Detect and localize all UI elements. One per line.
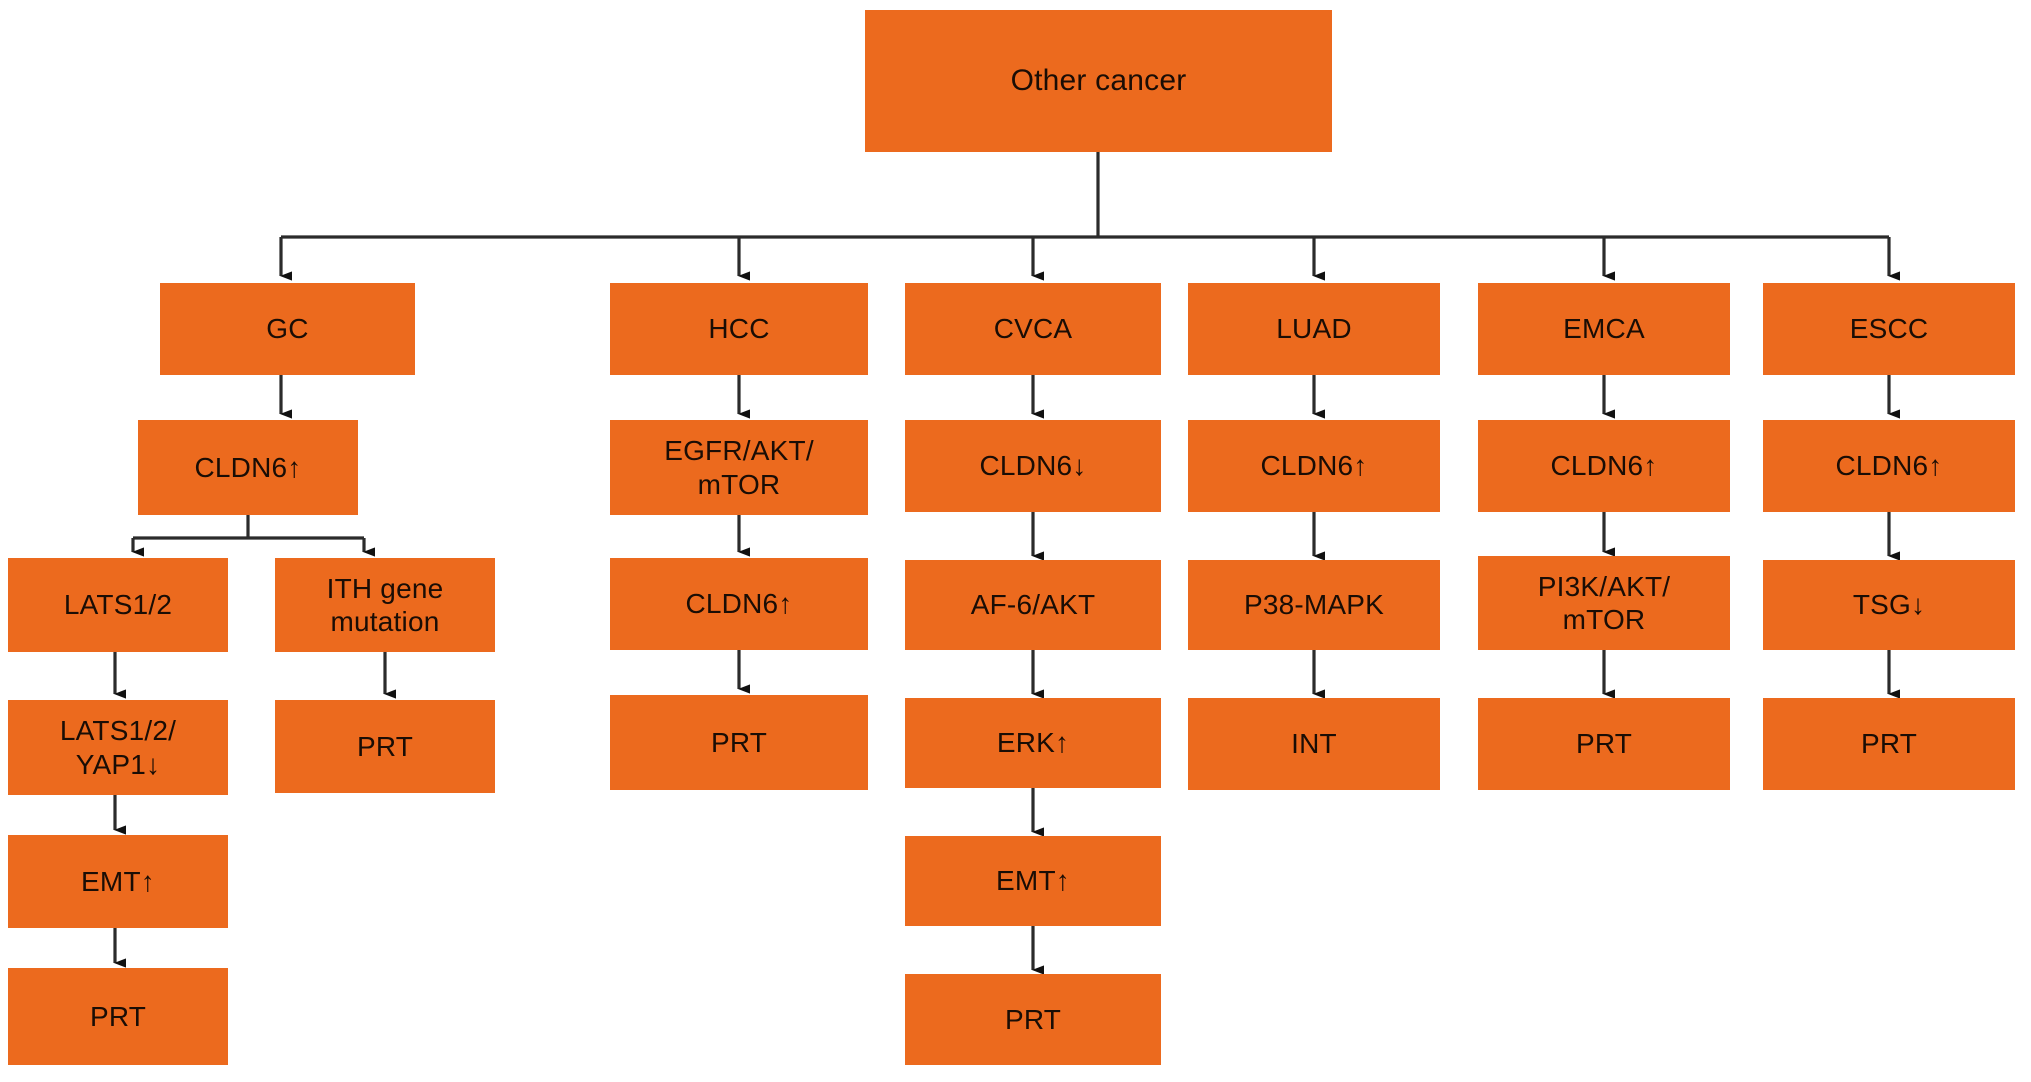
node-escc-cldn6-up[interactable]: CLDN6↑ bbox=[1763, 420, 2015, 512]
node-gc-lats12[interactable]: LATS1/2 bbox=[8, 558, 228, 652]
node-gc-cldn6-up[interactable]: CLDN6↑ bbox=[138, 420, 358, 515]
node-emca[interactable]: EMCA bbox=[1478, 283, 1730, 375]
node-cvca-emt-up[interactable]: EMT↑ bbox=[905, 836, 1161, 926]
node-gc[interactable]: GC bbox=[160, 283, 415, 375]
node-gc-ith-gene-mutation[interactable]: ITH gene mutation bbox=[275, 558, 495, 652]
node-escc-prt[interactable]: PRT bbox=[1763, 698, 2015, 790]
node-cvca-cldn6-down[interactable]: CLDN6↓ bbox=[905, 420, 1161, 512]
node-gc-lats12-yap1-down[interactable]: LATS1/2/ YAP1↓ bbox=[8, 700, 228, 795]
node-emca-cldn6-up[interactable]: CLDN6↑ bbox=[1478, 420, 1730, 512]
node-hcc-cldn6-up[interactable]: CLDN6↑ bbox=[610, 558, 868, 650]
node-cvca[interactable]: CVCA bbox=[905, 283, 1161, 375]
node-escc[interactable]: ESCC bbox=[1763, 283, 2015, 375]
node-gc-ith-prt[interactable]: PRT bbox=[275, 700, 495, 793]
node-luad[interactable]: LUAD bbox=[1188, 283, 1440, 375]
node-emca-prt[interactable]: PRT bbox=[1478, 698, 1730, 790]
node-gc-prt[interactable]: PRT bbox=[8, 968, 228, 1065]
node-emca-pi3k-akt-mtor[interactable]: PI3K/AKT/ mTOR bbox=[1478, 556, 1730, 650]
node-cvca-prt[interactable]: PRT bbox=[905, 974, 1161, 1065]
node-cvca-af6-akt[interactable]: AF-6/AKT bbox=[905, 560, 1161, 650]
node-escc-tsg-down[interactable]: TSG↓ bbox=[1763, 560, 2015, 650]
node-cvca-erk-up[interactable]: ERK↑ bbox=[905, 698, 1161, 788]
node-luad-cldn6-up[interactable]: CLDN6↑ bbox=[1188, 420, 1440, 512]
node-other-cancer[interactable]: Other cancer bbox=[865, 10, 1332, 152]
node-hcc-prt[interactable]: PRT bbox=[610, 695, 868, 790]
node-hcc[interactable]: HCC bbox=[610, 283, 868, 375]
node-luad-int[interactable]: INT bbox=[1188, 698, 1440, 790]
node-gc-emt-up[interactable]: EMT↑ bbox=[8, 835, 228, 928]
node-luad-p38-mapk[interactable]: P38-MAPK bbox=[1188, 560, 1440, 650]
node-hcc-egfr-akt-mtor[interactable]: EGFR/AKT/ mTOR bbox=[610, 420, 868, 515]
